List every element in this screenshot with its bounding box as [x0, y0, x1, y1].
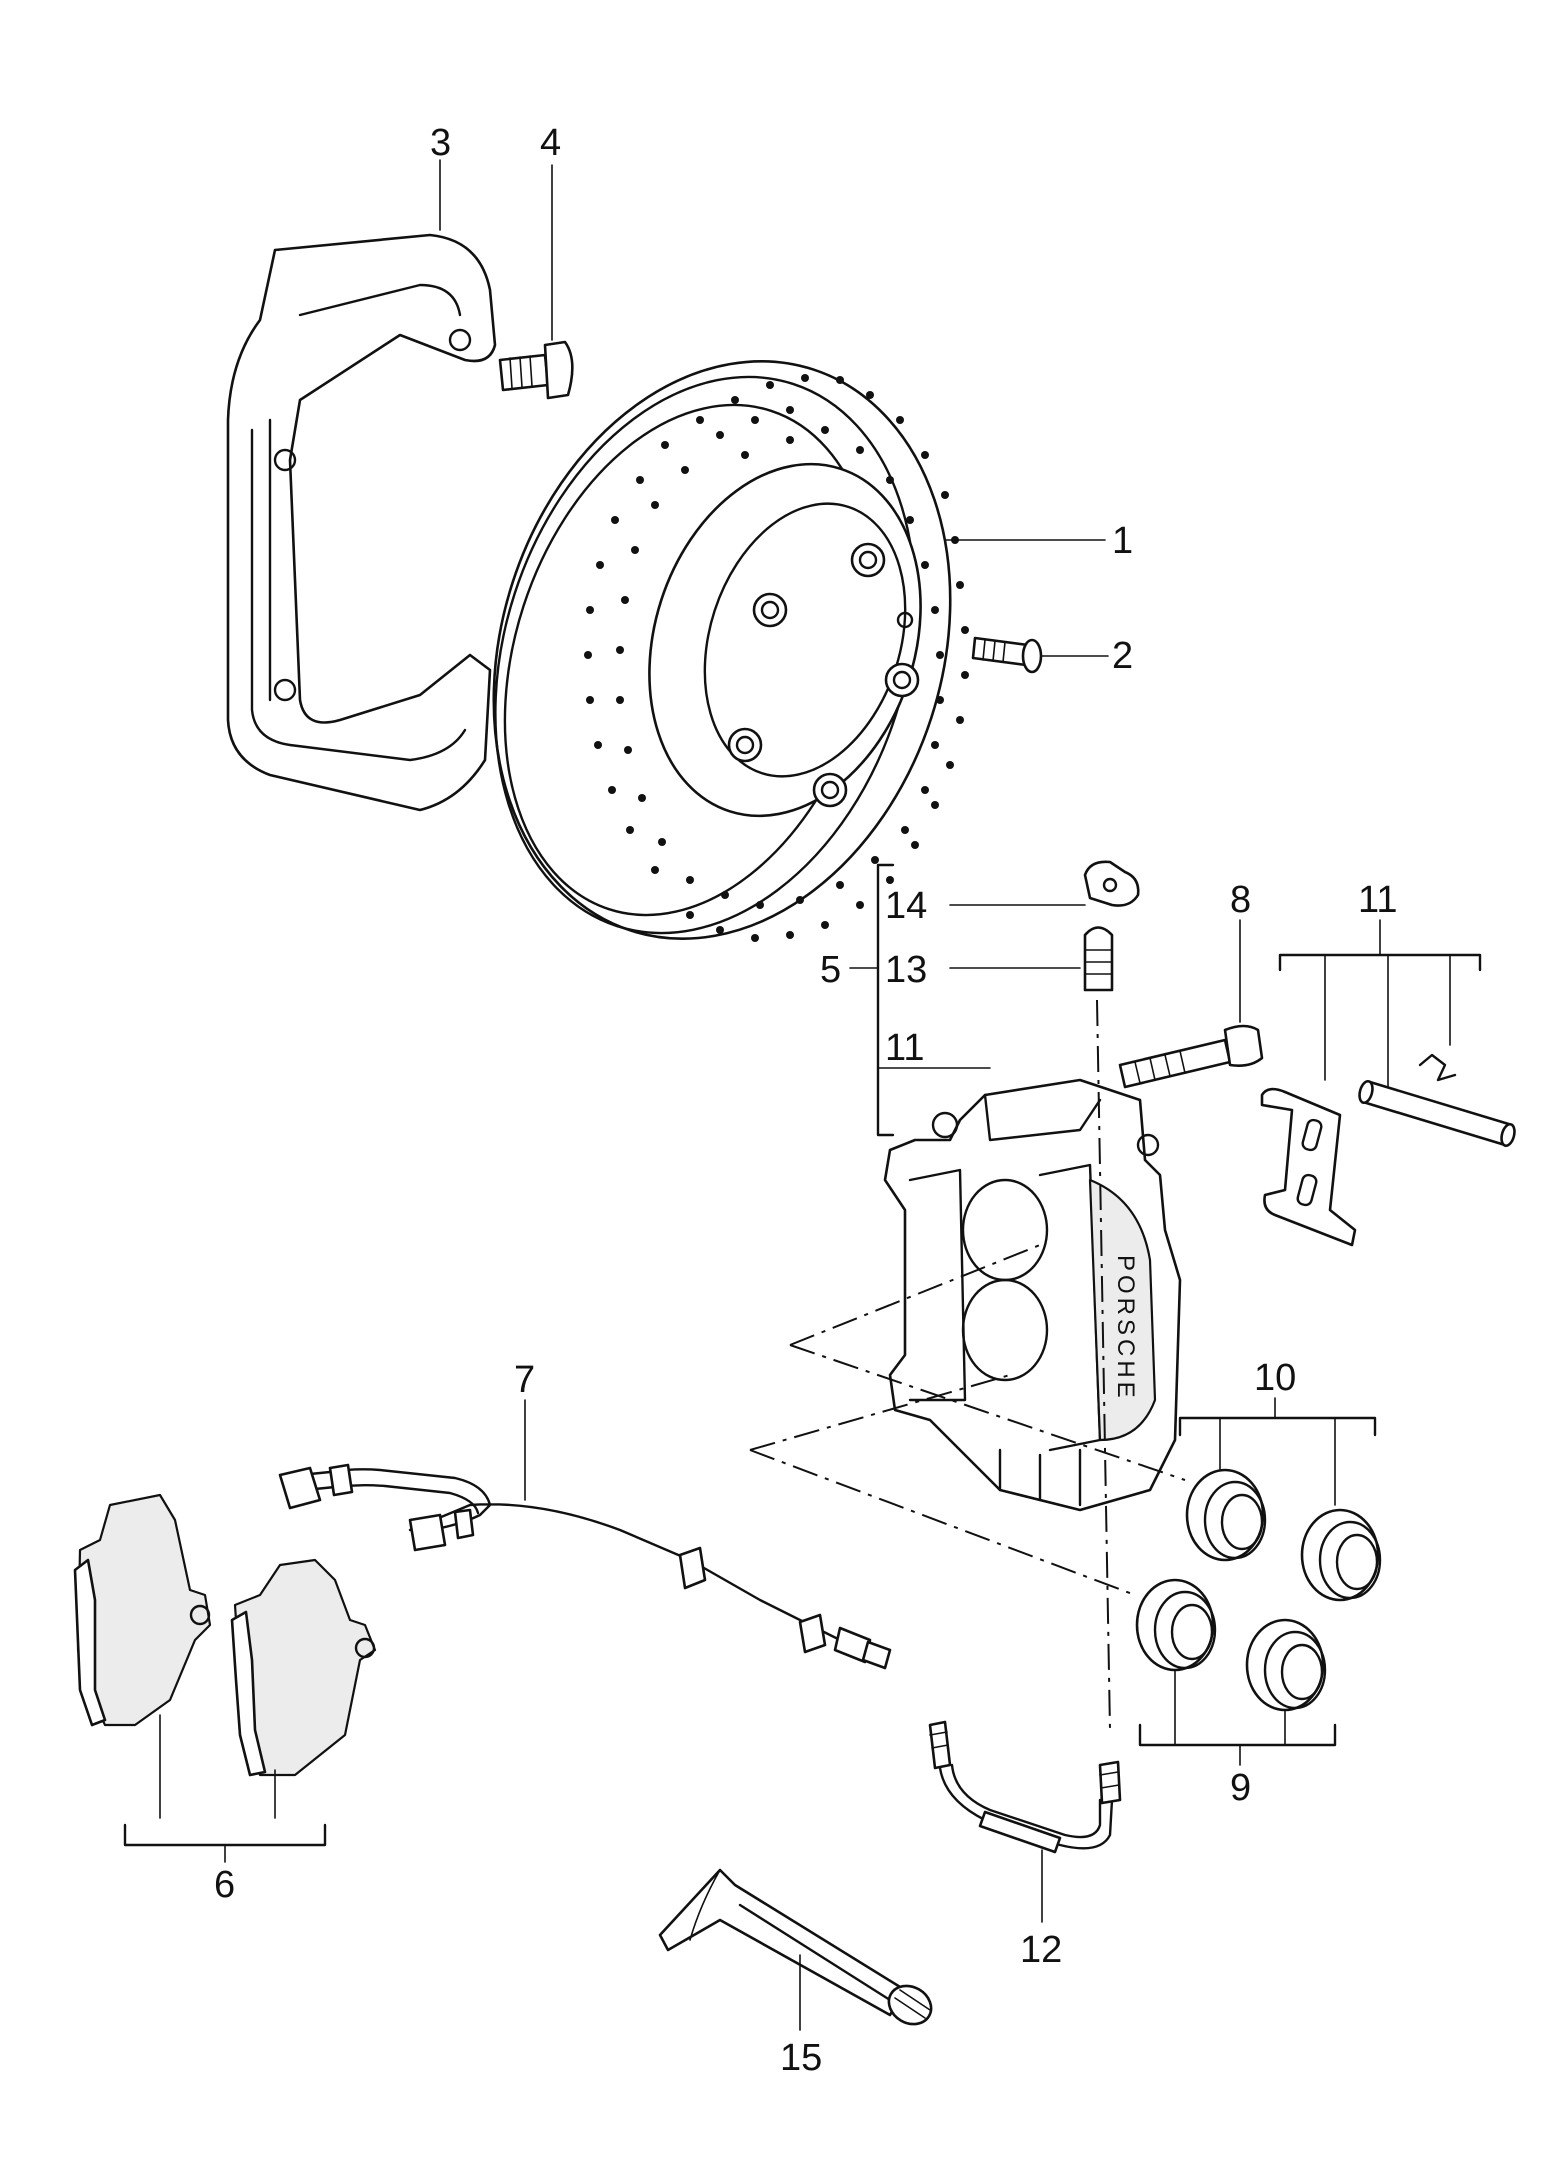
- callout-8: 8: [1230, 879, 1251, 921]
- assembly-lines: [749, 999, 1186, 1731]
- pad-retainer-kit: [1260, 919, 1516, 1247]
- callout-7: 7: [514, 1359, 535, 1401]
- caliper-bolt: [1118, 919, 1264, 1089]
- piston-seals: [1135, 1397, 1382, 1766]
- disc-screw: [971, 636, 1109, 674]
- callout-9: 9: [1230, 1767, 1251, 1809]
- wear-sensor: [278, 1399, 892, 1670]
- grease-tube: [658, 1868, 933, 2031]
- brake-caliper: PORSCHE: [883, 1078, 1182, 1512]
- shield-bolt: [498, 164, 574, 400]
- bleeder-valve: [949, 926, 1114, 992]
- callout-1: 1: [1112, 520, 1133, 562]
- brake-line: [928, 1720, 1122, 1923]
- caliper-kit-bracket: [849, 863, 991, 1137]
- bleeder-cap: [949, 860, 1140, 907]
- brake-pads: [73, 1493, 377, 1863]
- caliper-logo: PORSCHE: [1112, 1255, 1139, 1402]
- callout-11-bracket: 11: [885, 1027, 924, 1069]
- callout-15: 15: [780, 2037, 822, 2079]
- callout-2: 2: [1112, 635, 1133, 677]
- callout-3: 3: [430, 122, 451, 164]
- callout-5: 5: [820, 949, 841, 991]
- callout-10: 10: [1254, 1357, 1296, 1399]
- callout-12: 12: [1020, 1929, 1062, 1971]
- callout-14: 14: [885, 885, 927, 927]
- callout-4: 4: [540, 122, 561, 164]
- brake-shield: [226, 159, 497, 812]
- brake-disc: [492, 360, 1106, 942]
- callout-6: 6: [214, 1864, 235, 1906]
- callout-13: 13: [885, 949, 927, 991]
- callout-labels: 1 2 3 4 5 6 7 8 9 10 11 11 12 13 14 15: [214, 122, 1397, 2079]
- callout-11-kit: 11: [1358, 879, 1397, 921]
